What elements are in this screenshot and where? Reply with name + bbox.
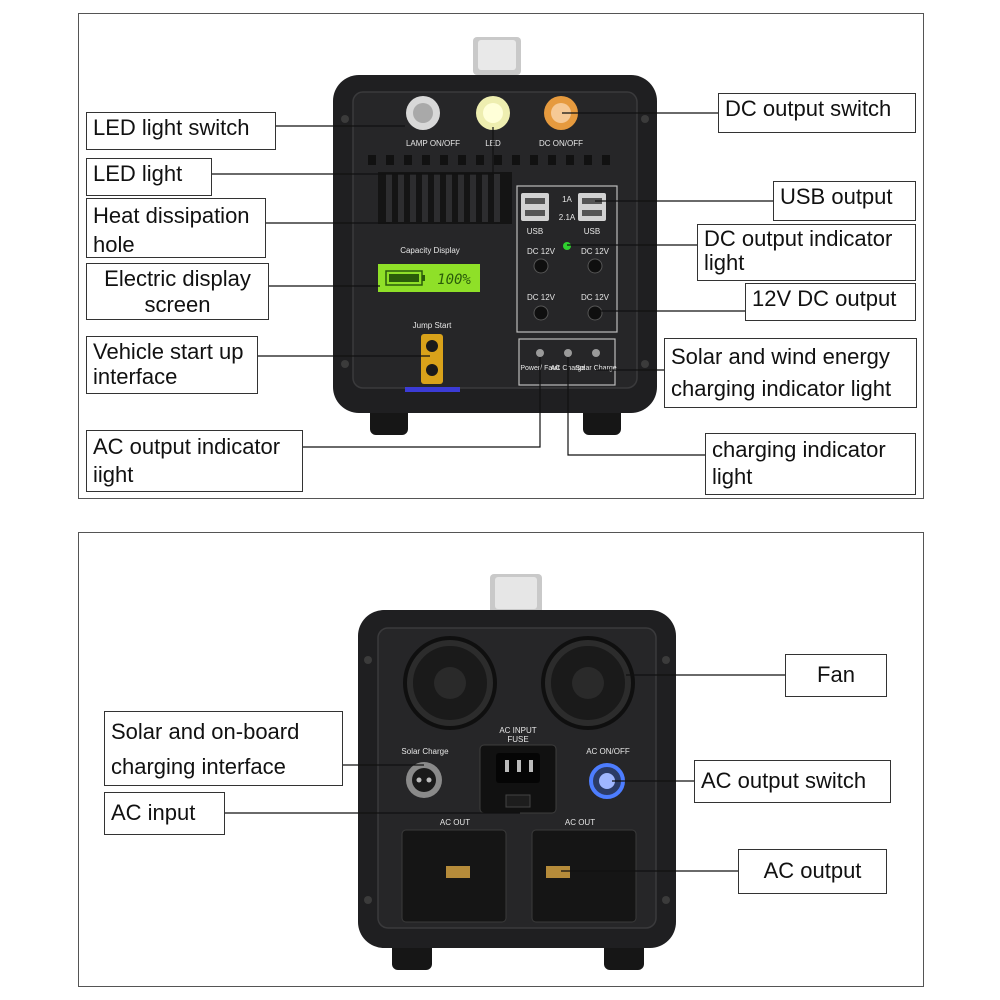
label-text: light	[704, 250, 745, 275]
usb-21a-text: 2.1A	[559, 213, 576, 222]
label-text: iight	[93, 462, 134, 487]
label-text: LED light	[93, 161, 183, 186]
label-text: screen	[144, 292, 211, 317]
label-ac-output-switch: AC output switch	[694, 760, 891, 803]
label-led-light: LED light	[86, 158, 212, 196]
front-device-image: LAMP ON/OFF LED DC ON/OFF Capacity Displ…	[333, 37, 657, 435]
ac-outlet-right[interactable]	[531, 829, 637, 923]
fuse-holder[interactable]	[505, 794, 531, 808]
solar-charge-indicator	[592, 349, 600, 357]
label-text: AC input	[111, 800, 196, 825]
screw	[341, 360, 349, 368]
capacity-display-text: Capacity Display	[400, 246, 460, 255]
screw	[641, 115, 649, 123]
label-text: AC output indicator	[93, 434, 281, 459]
dc12-text: DC 12V	[527, 293, 556, 302]
usb-text: USB	[584, 227, 600, 236]
label-text: AC output	[763, 858, 862, 883]
label-text: Fan	[817, 662, 855, 687]
label-text: charging indicator light	[671, 376, 892, 401]
dc12-port[interactable]	[587, 305, 603, 321]
dc-output-indicator	[563, 242, 571, 250]
screw	[641, 360, 649, 368]
label-text: Vehicle start up	[93, 339, 244, 364]
ac-input-text: AC INPUT	[499, 726, 536, 735]
solar-charge-text: Solar Charge	[575, 365, 616, 372]
label-text: charging interface	[111, 754, 286, 779]
ac-charge-indicator	[564, 349, 572, 357]
fan-right	[541, 636, 635, 730]
label-led-light-switch: LED light switch	[86, 112, 276, 150]
jump-start-base	[405, 387, 460, 392]
ac-out-text: AC OUT	[565, 818, 595, 827]
power-fault-indicator	[536, 349, 544, 357]
lcd-value: 100%	[437, 272, 471, 288]
label-dc-output-switch: DC output switch	[718, 93, 916, 133]
dc12-text: DC 12V	[581, 247, 610, 256]
screw	[341, 115, 349, 123]
label-ac-output: AC output	[738, 849, 887, 894]
usb-port-21a[interactable]	[578, 193, 606, 221]
label-dc-output-indicator: DC output indicator light	[697, 224, 916, 281]
label-text: charging indicator	[712, 437, 886, 462]
label-text: Heat dissipation	[93, 203, 250, 228]
dc-onoff-text: DC ON/OFF	[539, 139, 583, 148]
jump-start-text: Jump Start	[413, 321, 452, 330]
label-charging-indicator: charging indicator light	[705, 433, 916, 495]
label-text: interface	[93, 364, 178, 389]
label-fan: Fan	[785, 654, 887, 697]
label-ac-output-indicator: AC output indicator iight	[86, 430, 303, 492]
label-usb-output: USB output	[773, 181, 916, 221]
label-text: hole	[93, 232, 135, 257]
label-vehicle-start: Vehicle start up interface	[86, 336, 258, 394]
fuse-text: FUSE	[507, 735, 528, 744]
label-solar-onboard-port: Solar and on-board charging interface	[104, 711, 343, 786]
usb-port-1a[interactable]	[521, 193, 549, 221]
label-text: Electric display	[104, 266, 251, 291]
label-text: LED light switch	[93, 115, 250, 140]
label-solar-wind-indicator: Solar and wind energy charging indicator…	[664, 338, 917, 408]
dc12-text: DC 12V	[527, 247, 556, 256]
led-text: LED	[485, 139, 501, 148]
label-text: AC output switch	[701, 768, 867, 793]
label-text: DC output switch	[725, 96, 892, 121]
ac-onoff-text: AC ON/OFF	[586, 747, 630, 756]
front-face	[352, 91, 638, 389]
usb-1a-text: 1A	[562, 195, 572, 204]
label-text: Solar and wind energy	[671, 344, 890, 369]
label-text: light	[712, 464, 753, 489]
usb-dc-module	[516, 185, 618, 333]
lamp-onoff-text: LAMP ON/OFF	[406, 139, 460, 148]
solar-charge-text: Solar Charge	[401, 747, 449, 756]
label-text: DC output indicator	[704, 226, 893, 251]
label-electric-display: Electric display screen	[86, 263, 269, 320]
label-text: USB output	[780, 184, 893, 209]
carry-handle-highlight	[478, 40, 516, 70]
dc12-port[interactable]	[533, 258, 549, 274]
ac-out-text: AC OUT	[440, 818, 470, 827]
label-ac-input: AC input	[104, 792, 225, 835]
dc12-text: DC 12V	[581, 293, 610, 302]
label-12v-dc-output: 12V DC output	[745, 283, 916, 321]
dc12-port[interactable]	[533, 305, 549, 321]
dc12-port[interactable]	[587, 258, 603, 274]
label-text: Solar and on-board	[111, 719, 300, 744]
label-text: 12V DC output	[752, 286, 897, 311]
fan-left	[403, 636, 497, 730]
label-heat-dissipation: Heat dissipation hole	[86, 198, 266, 258]
back-device-image: Solar Charge AC INPUT FUSE AC ON/OFF AC …	[358, 574, 676, 970]
usb-text: USB	[527, 227, 543, 236]
